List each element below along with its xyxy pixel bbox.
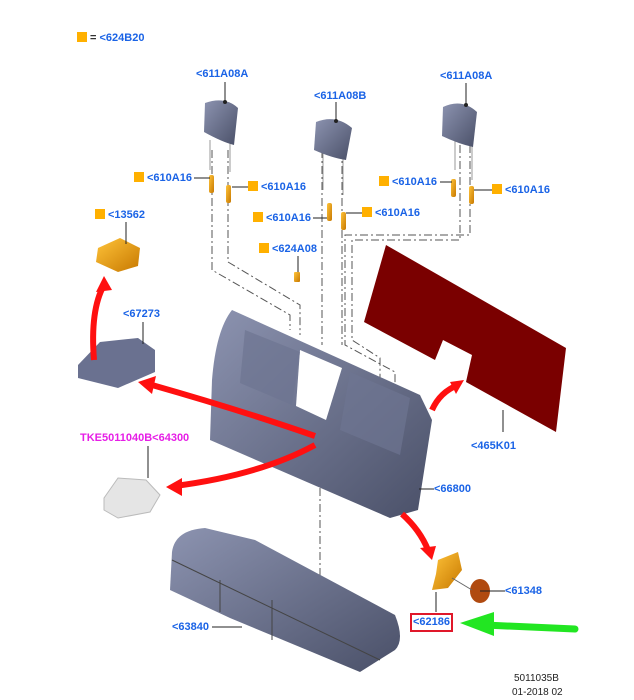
leader-lines xyxy=(125,82,505,628)
callout-backrest-panel[interactable]: <465K01 xyxy=(471,440,516,452)
callout-guide-1[interactable]: <610A16 xyxy=(134,172,192,185)
callout-armrest[interactable]: <67273 xyxy=(123,308,161,320)
marker-icon xyxy=(259,243,269,253)
callout-text: <13562 xyxy=(108,209,146,221)
callout-guide-3[interactable]: <610A16 xyxy=(253,212,311,225)
doc-number: 5011035B xyxy=(514,673,559,684)
legend-part: <624B20 xyxy=(99,32,145,44)
marker-icon xyxy=(362,207,372,217)
callout-backrest-frame[interactable]: <66800 xyxy=(434,483,472,495)
callout-headrest-left[interactable]: <611A08A xyxy=(196,68,249,80)
backrest-frame-shape xyxy=(210,310,432,518)
armrest-bracket-shape xyxy=(103,477,161,519)
marker-icon xyxy=(379,176,389,186)
legend: = <624B20 xyxy=(77,32,144,45)
legend-equals: = xyxy=(90,32,97,44)
callout-headrest-right[interactable]: <611A08A xyxy=(440,70,493,82)
legend-marker-icon xyxy=(77,32,87,42)
backrest-panel-shape xyxy=(364,245,566,432)
callout-headrest-center[interactable]: <611A08B xyxy=(314,90,367,102)
guide-pins xyxy=(209,175,474,282)
marker-icon xyxy=(492,184,502,194)
headrest-right-shape xyxy=(442,103,477,180)
callout-bracket-62186-highlighted[interactable]: <62186 xyxy=(409,613,454,632)
assembly-lines xyxy=(211,145,471,600)
callout-text: <610A16 xyxy=(375,207,420,219)
armrest-shape xyxy=(78,338,155,388)
date-code: 01-2018 02 xyxy=(512,687,563,698)
callout-clip[interactable]: <624A08 xyxy=(259,243,317,256)
callout-cupholder-insert[interactable]: <13562 xyxy=(95,209,145,222)
callout-cushion[interactable]: <63840 xyxy=(172,621,210,633)
callout-text: <610A16 xyxy=(147,172,192,184)
callout-armrest-bracket[interactable]: TKE5011040B<64300 xyxy=(80,432,190,444)
seat-cushion-shape xyxy=(170,528,400,672)
callout-text: <610A16 xyxy=(505,184,550,196)
callout-text: <610A16 xyxy=(261,181,306,193)
bracket-62186-shape xyxy=(432,552,462,590)
callout-cap-61348[interactable]: <61348 xyxy=(505,585,543,597)
callout-text: <624A08 xyxy=(272,243,317,255)
marker-icon xyxy=(248,181,258,191)
headrest-center-shape xyxy=(314,119,352,195)
headrest-left-shape xyxy=(204,100,238,172)
callout-guide-5[interactable]: <610A16 xyxy=(379,176,437,189)
marker-icon xyxy=(253,212,263,222)
cupholder-insert-shape xyxy=(96,238,140,272)
callout-guide-2[interactable]: <610A16 xyxy=(248,181,306,194)
green-arrow xyxy=(460,612,579,636)
callout-guide-4[interactable]: <610A16 xyxy=(362,207,420,220)
marker-icon xyxy=(134,172,144,182)
marker-icon xyxy=(95,209,105,219)
callout-text: <610A16 xyxy=(266,212,311,224)
callout-guide-6[interactable]: <610A16 xyxy=(492,184,550,197)
callout-text: <610A16 xyxy=(392,176,437,188)
red-arrowheads xyxy=(96,276,464,560)
